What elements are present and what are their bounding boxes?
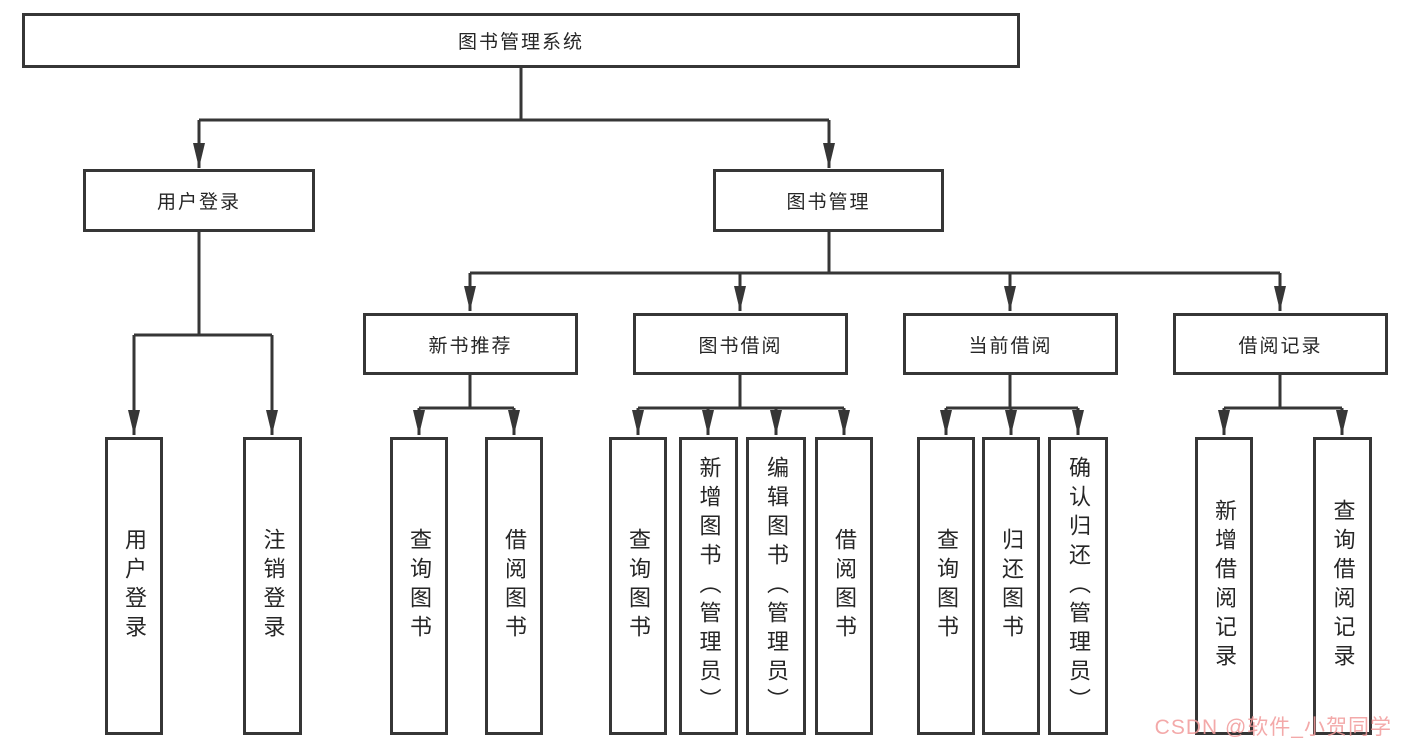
node-current-borrow-label: 当前借阅 — [968, 335, 1053, 357]
leaf-borrow-add-book-admin: 新增图书（管理员） — [679, 437, 738, 735]
node-book-management: 图书管理 — [713, 169, 944, 232]
node-borrow-record: 借阅记录 — [1173, 313, 1388, 375]
leaf-newrec-query-book: 查询图书 — [390, 437, 448, 735]
node-book-borrow: 图书借阅 — [633, 313, 848, 375]
leaf-record-add-record: 新增借阅记录 — [1195, 437, 1253, 735]
leaf-current-confirm-return-admin: 确认归还（管理员） — [1048, 437, 1108, 735]
node-current-borrow: 当前借阅 — [903, 313, 1118, 375]
node-book-borrow-label: 图书借阅 — [698, 335, 783, 357]
node-borrow-record-label: 借阅记录 — [1238, 335, 1323, 357]
leaf-user-login: 用户登录 — [105, 437, 163, 735]
leaf-newrec-borrow-book: 借阅图书 — [485, 437, 543, 735]
leaf-record-query-record: 查询借阅记录 — [1313, 437, 1372, 735]
leaf-borrow-borrow-book: 借阅图书 — [815, 437, 873, 735]
leaf-current-return-book: 归还图书 — [982, 437, 1040, 735]
node-root: 图书管理系统 — [22, 13, 1020, 68]
leaf-borrow-query-book: 查询图书 — [609, 437, 667, 735]
node-user-login-group-label: 用户登录 — [156, 192, 241, 213]
csdn-watermark: CSDN @软件_小贺同学 — [1154, 716, 1392, 739]
leaf-borrow-edit-book-admin: 编辑图书（管理员） — [746, 437, 806, 735]
node-new-book-recommend-label: 新书推荐 — [428, 335, 513, 357]
node-new-book-recommend: 新书推荐 — [363, 313, 578, 375]
leaf-logout: 注销登录 — [243, 437, 302, 735]
node-user-login-group: 用户登录 — [83, 169, 315, 232]
leaf-current-query-book: 查询图书 — [917, 437, 975, 735]
node-root-label: 图书管理系统 — [457, 32, 584, 53]
node-book-management-label: 图书管理 — [786, 192, 871, 213]
